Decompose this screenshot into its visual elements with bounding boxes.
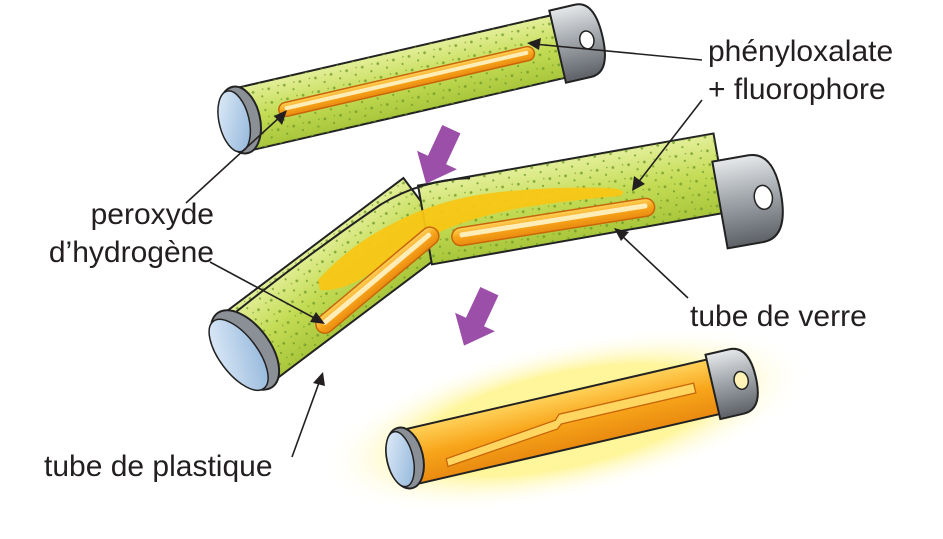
label-phenyloxalate-fluorophore: phényloxalate + fluorophore [708, 33, 893, 109]
bottom-glow-stick [319, 327, 811, 513]
label-peroxyde: peroxyde [90, 198, 214, 231]
lens-end [208, 318, 269, 392]
lens-end [385, 430, 416, 488]
label-peroxyde-hydrogene: peroxyde d’hydrogène [44, 196, 214, 272]
end-cap [548, 3, 606, 84]
down-arrow-icon [455, 286, 499, 346]
label-phenyloxalate: phényloxalate [708, 35, 894, 68]
leader-lines [185, 38, 703, 458]
label-hydrogene: d’hydrogène [48, 236, 214, 269]
label-tube-de-verre: tube de verre [690, 300, 867, 333]
label-fluorophore: + fluorophore [708, 73, 886, 106]
end-cap [704, 347, 759, 421]
label-tube-de-plastique: tube de plastique [44, 450, 273, 483]
end-cap [711, 154, 784, 250]
top-glow-stick [217, 3, 606, 155]
down-arrow-icon [417, 124, 461, 184]
